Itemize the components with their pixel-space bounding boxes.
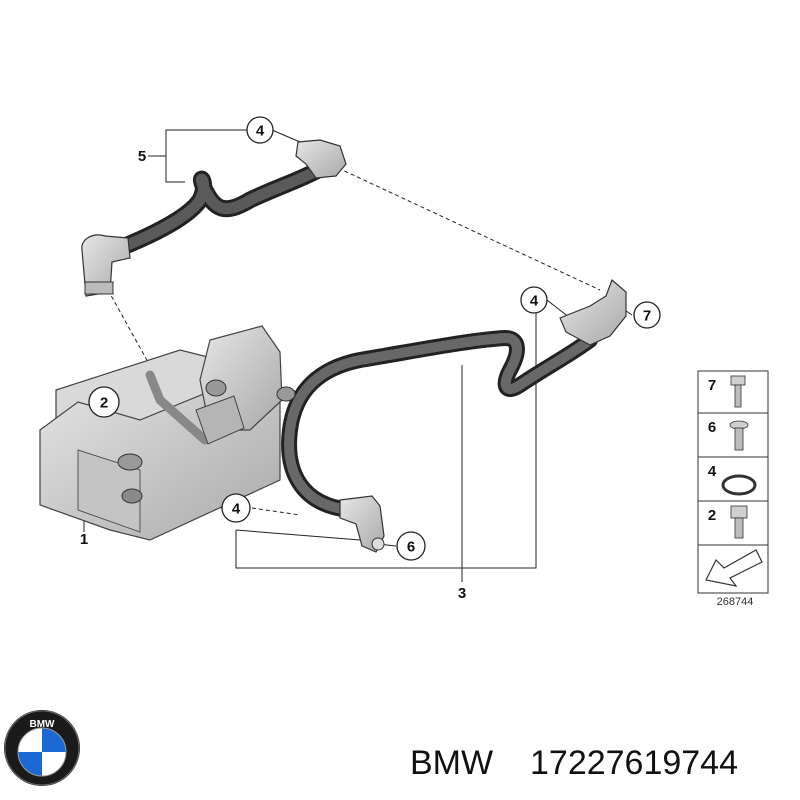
callout-2: 2 <box>88 386 120 418</box>
svg-text:6: 6 <box>407 539 415 556</box>
parts-legend: 7 6 4 2 <box>697 370 769 594</box>
label-3: 3 <box>458 585 466 602</box>
callout-4-mid: 4 <box>520 286 548 314</box>
bolt-icon <box>730 375 746 408</box>
screw-icon <box>729 420 749 451</box>
legend-item-6: 6 <box>708 419 716 436</box>
callout-7: 7 <box>633 301 661 329</box>
hex-bolt-icon <box>730 505 748 539</box>
callout-6: 6 <box>396 531 426 561</box>
upper-hose-assembly <box>81 139 347 297</box>
direction-arrow-icon <box>705 549 763 587</box>
label-1: 1 <box>80 531 88 548</box>
o-ring-icon <box>721 474 757 496</box>
bmw-logo: BMW <box>4 710 80 786</box>
svg-text:2: 2 <box>100 395 108 412</box>
svg-text:7: 7 <box>643 308 651 325</box>
svg-text:4: 4 <box>256 123 265 140</box>
oil-cooler <box>39 325 296 541</box>
callout-4-top: 4 <box>246 116 274 144</box>
label-5: 5 <box>138 148 146 165</box>
svg-text:BMW: BMW <box>30 719 56 730</box>
legend-item-7: 7 <box>708 377 716 394</box>
callout-4-low: 4 <box>221 493 251 523</box>
lower-hose-assembly <box>281 278 627 553</box>
brand-name: BMW <box>410 744 493 782</box>
legend-item-4: 4 <box>708 463 717 480</box>
diagram-reference-number: 268744 <box>717 596 754 608</box>
legend-item-2: 2 <box>708 507 716 524</box>
part-number: 17227619744 <box>530 744 738 782</box>
svg-text:4: 4 <box>530 293 539 310</box>
svg-text:4: 4 <box>232 501 241 518</box>
